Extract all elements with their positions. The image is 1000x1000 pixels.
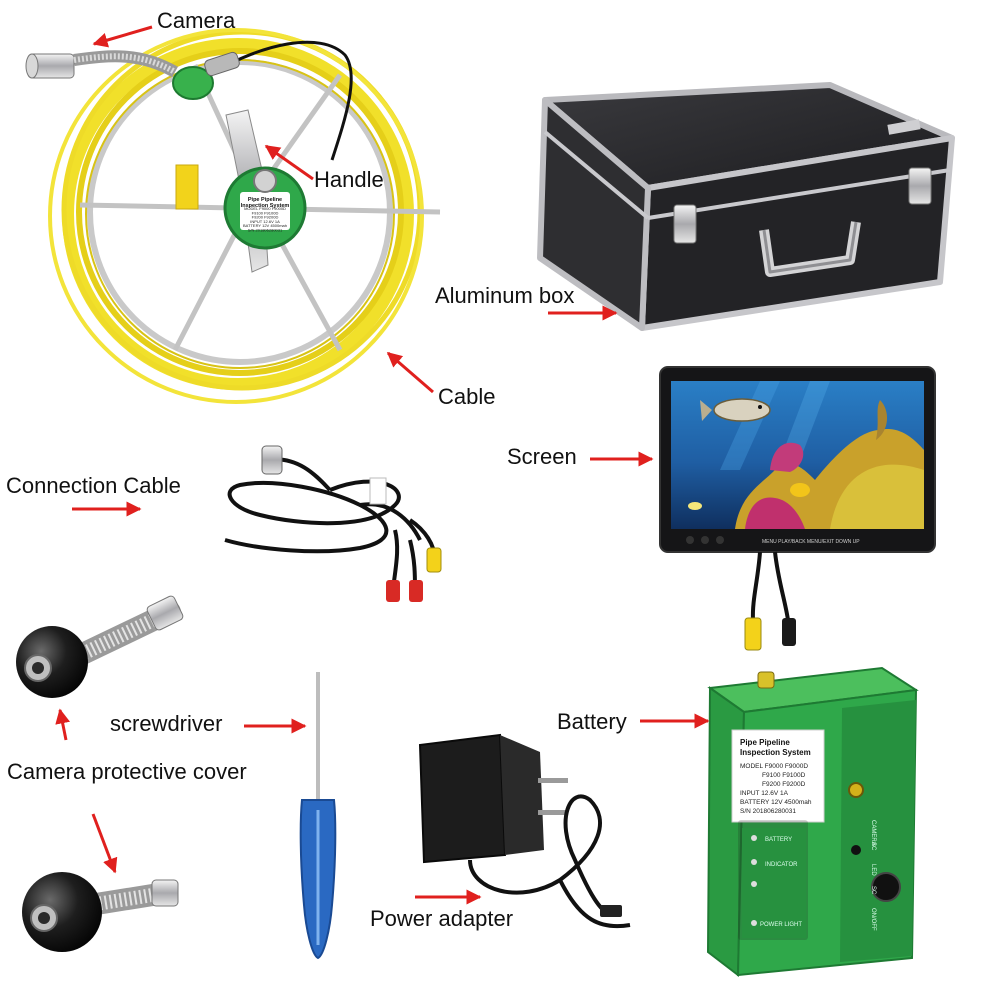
connection-cable: [224, 457, 437, 591]
battery-box: Pipe Pipeline Inspection System MODEL F9…: [706, 666, 919, 977]
camera-cover-top: [16, 595, 184, 698]
panel-indicator-label: INDICATOR: [765, 862, 798, 868]
battery-tag-lines: MODEL F9000 F9000D F9100 F9100D F9200 F920…: [740, 763, 812, 815]
battery-side-label: CAMERA: [870, 820, 876, 846]
battery-tag-title: Pipe Pipeline: [740, 738, 790, 747]
aluminum-case: [537, 82, 955, 331]
arrow-cover-bottom: [91, 813, 118, 874]
label-cable: Cable: [438, 384, 496, 409]
battery-side-label: ON/OFF: [870, 908, 876, 931]
label-screen: Screen: [507, 444, 577, 469]
camera-cover-bottom: [22, 872, 179, 952]
monitor-button-labels: MENU PLAY/BACK MENU/EXIT DOWN UP: [762, 539, 860, 545]
arrow-camera: [92, 25, 153, 48]
battery-tag-line: S/N 201806280031: [740, 808, 796, 815]
label-aluminum-box: Aluminum box: [435, 283, 575, 308]
battery-side-label: SC: [870, 842, 876, 851]
battery-side-label: SC: [870, 886, 876, 895]
label-screwdriver: screwdriver: [110, 711, 223, 736]
connection-cable-plugs: [261, 445, 442, 602]
callout-arrows: [55, 25, 710, 905]
screwdriver: [299, 672, 337, 960]
arrow-cover-top: [55, 708, 71, 741]
battery-tag-line: F9200 F9200D: [762, 781, 806, 788]
panel-power-light-label: POWER LIGHT: [760, 922, 802, 928]
battery-tag-line: BATTERY 12V 4500mah: [740, 799, 812, 806]
power-adapter: [418, 733, 631, 929]
panel-battery-label: BATTERY: [765, 837, 792, 843]
arrow-handle: [264, 144, 314, 181]
monitor: MENU PLAY/BACK MENU/EXIT DOWN UP: [659, 366, 936, 651]
label-handle: Handle: [314, 167, 384, 192]
camera-head: [25, 50, 178, 79]
label-connection-cable: Connection Cable: [6, 473, 181, 498]
label-power-adapter: Power adapter: [370, 906, 514, 931]
label-camera: Camera: [157, 8, 236, 33]
battery-tag-line: INPUT 12.6V 1A: [740, 790, 789, 797]
battery-tag-subtitle: Inspection System: [740, 748, 811, 757]
label-camera-protective-cover: Camera protective cover: [7, 759, 247, 784]
battery-tag-line: MODEL F9000 F9000D: [740, 763, 808, 770]
battery-tag-line: F9100 F9100D: [762, 772, 806, 779]
arrow-cable: [386, 351, 434, 394]
battery-side-label: LED: [870, 864, 876, 876]
label-battery: Battery: [557, 709, 627, 734]
